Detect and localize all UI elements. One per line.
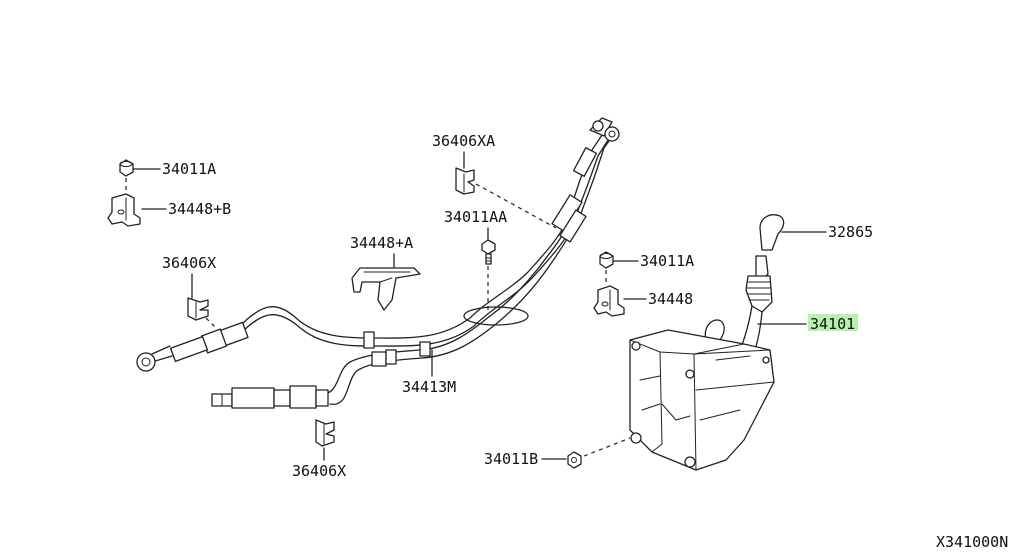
cable-end-upper[interactable] bbox=[136, 321, 249, 372]
bracket-34448B[interactable] bbox=[107, 193, 141, 227]
cable-34413M[interactable] bbox=[239, 117, 620, 405]
bolt-34011AA[interactable] bbox=[481, 239, 496, 265]
label-34448[interactable]: 34448 bbox=[648, 290, 693, 308]
label-34448B[interactable]: 34448+B bbox=[168, 200, 231, 218]
label-36406X-bottom[interactable]: 36406X bbox=[292, 462, 346, 480]
cable-sleeve bbox=[385, 349, 397, 365]
shifter-assembly-34101[interactable] bbox=[629, 255, 775, 471]
leader-dash bbox=[583, 437, 631, 457]
label-36406XA[interactable]: 36406XA bbox=[432, 132, 495, 150]
label-34011B[interactable]: 34011B bbox=[484, 450, 538, 468]
nut-34011A-left[interactable] bbox=[119, 159, 134, 177]
clip-36406XA[interactable] bbox=[455, 167, 475, 195]
label-36406X-left[interactable]: 36406X bbox=[162, 254, 216, 272]
nut-34011A-right[interactable] bbox=[599, 251, 614, 269]
bracket-34448A[interactable] bbox=[351, 267, 421, 311]
highlight-34101 bbox=[808, 314, 858, 331]
clip-36406X-bottom[interactable] bbox=[315, 419, 335, 447]
knob-32865[interactable] bbox=[759, 214, 785, 251]
label-34413M[interactable]: 34413M bbox=[402, 378, 456, 396]
bracket-34448[interactable] bbox=[593, 285, 625, 317]
nut-34011B[interactable] bbox=[567, 451, 582, 469]
cable-sleeve bbox=[371, 351, 387, 367]
label-32865[interactable]: 32865 bbox=[828, 223, 873, 241]
label-34448A[interactable]: 34448+A bbox=[350, 234, 413, 252]
leader-dash bbox=[205, 317, 217, 329]
label-34101[interactable]: 34101 bbox=[810, 315, 855, 333]
cable-sleeve bbox=[363, 331, 375, 349]
label-34011A-right[interactable]: 34011A bbox=[640, 252, 694, 270]
cable-sleeve bbox=[419, 341, 431, 357]
label-34011A-left[interactable]: 34011A bbox=[162, 160, 216, 178]
label-34011AA[interactable]: 34011AA bbox=[444, 208, 507, 226]
cable-end-lower[interactable] bbox=[211, 385, 329, 409]
diagram-code: X341000N bbox=[936, 533, 1008, 551]
clip-36406X-left[interactable] bbox=[187, 297, 209, 321]
